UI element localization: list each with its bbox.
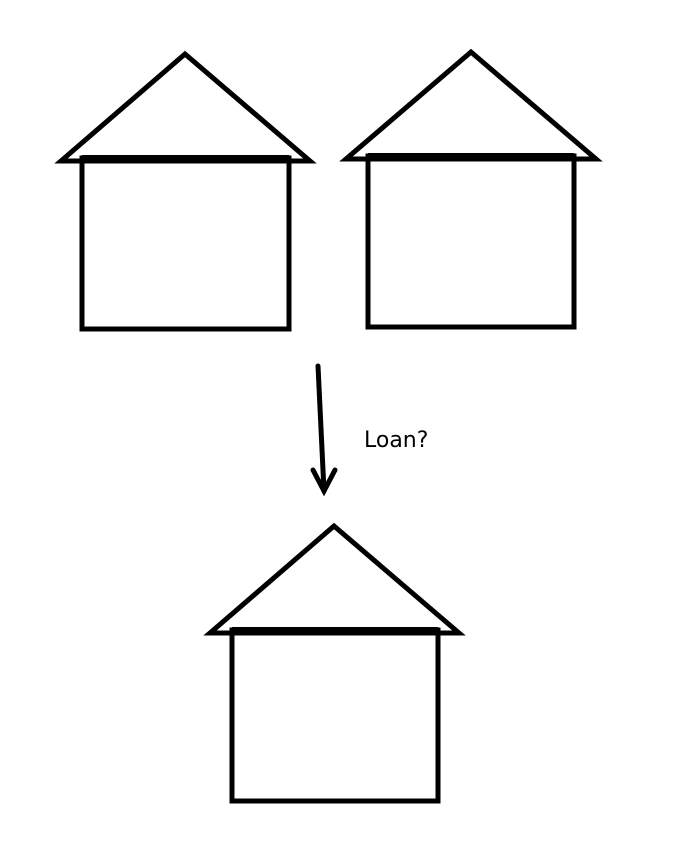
- house-bottom-roof: [203, 522, 466, 636]
- house-bottom: [203, 522, 466, 804]
- down-arrow: [310, 363, 338, 497]
- house-top-left: [54, 50, 317, 332]
- arrow-head: [310, 467, 338, 497]
- house-bottom-body: [229, 627, 441, 804]
- house-top-left-roof: [54, 50, 317, 164]
- arrow-label: Loan?: [364, 428, 428, 453]
- house-top-right: [339, 48, 603, 330]
- house-top-right-body: [365, 153, 577, 330]
- house-top-left-body: [79, 155, 292, 332]
- arrow-shaft: [315, 363, 327, 494]
- house-top-right-roof: [339, 48, 603, 162]
